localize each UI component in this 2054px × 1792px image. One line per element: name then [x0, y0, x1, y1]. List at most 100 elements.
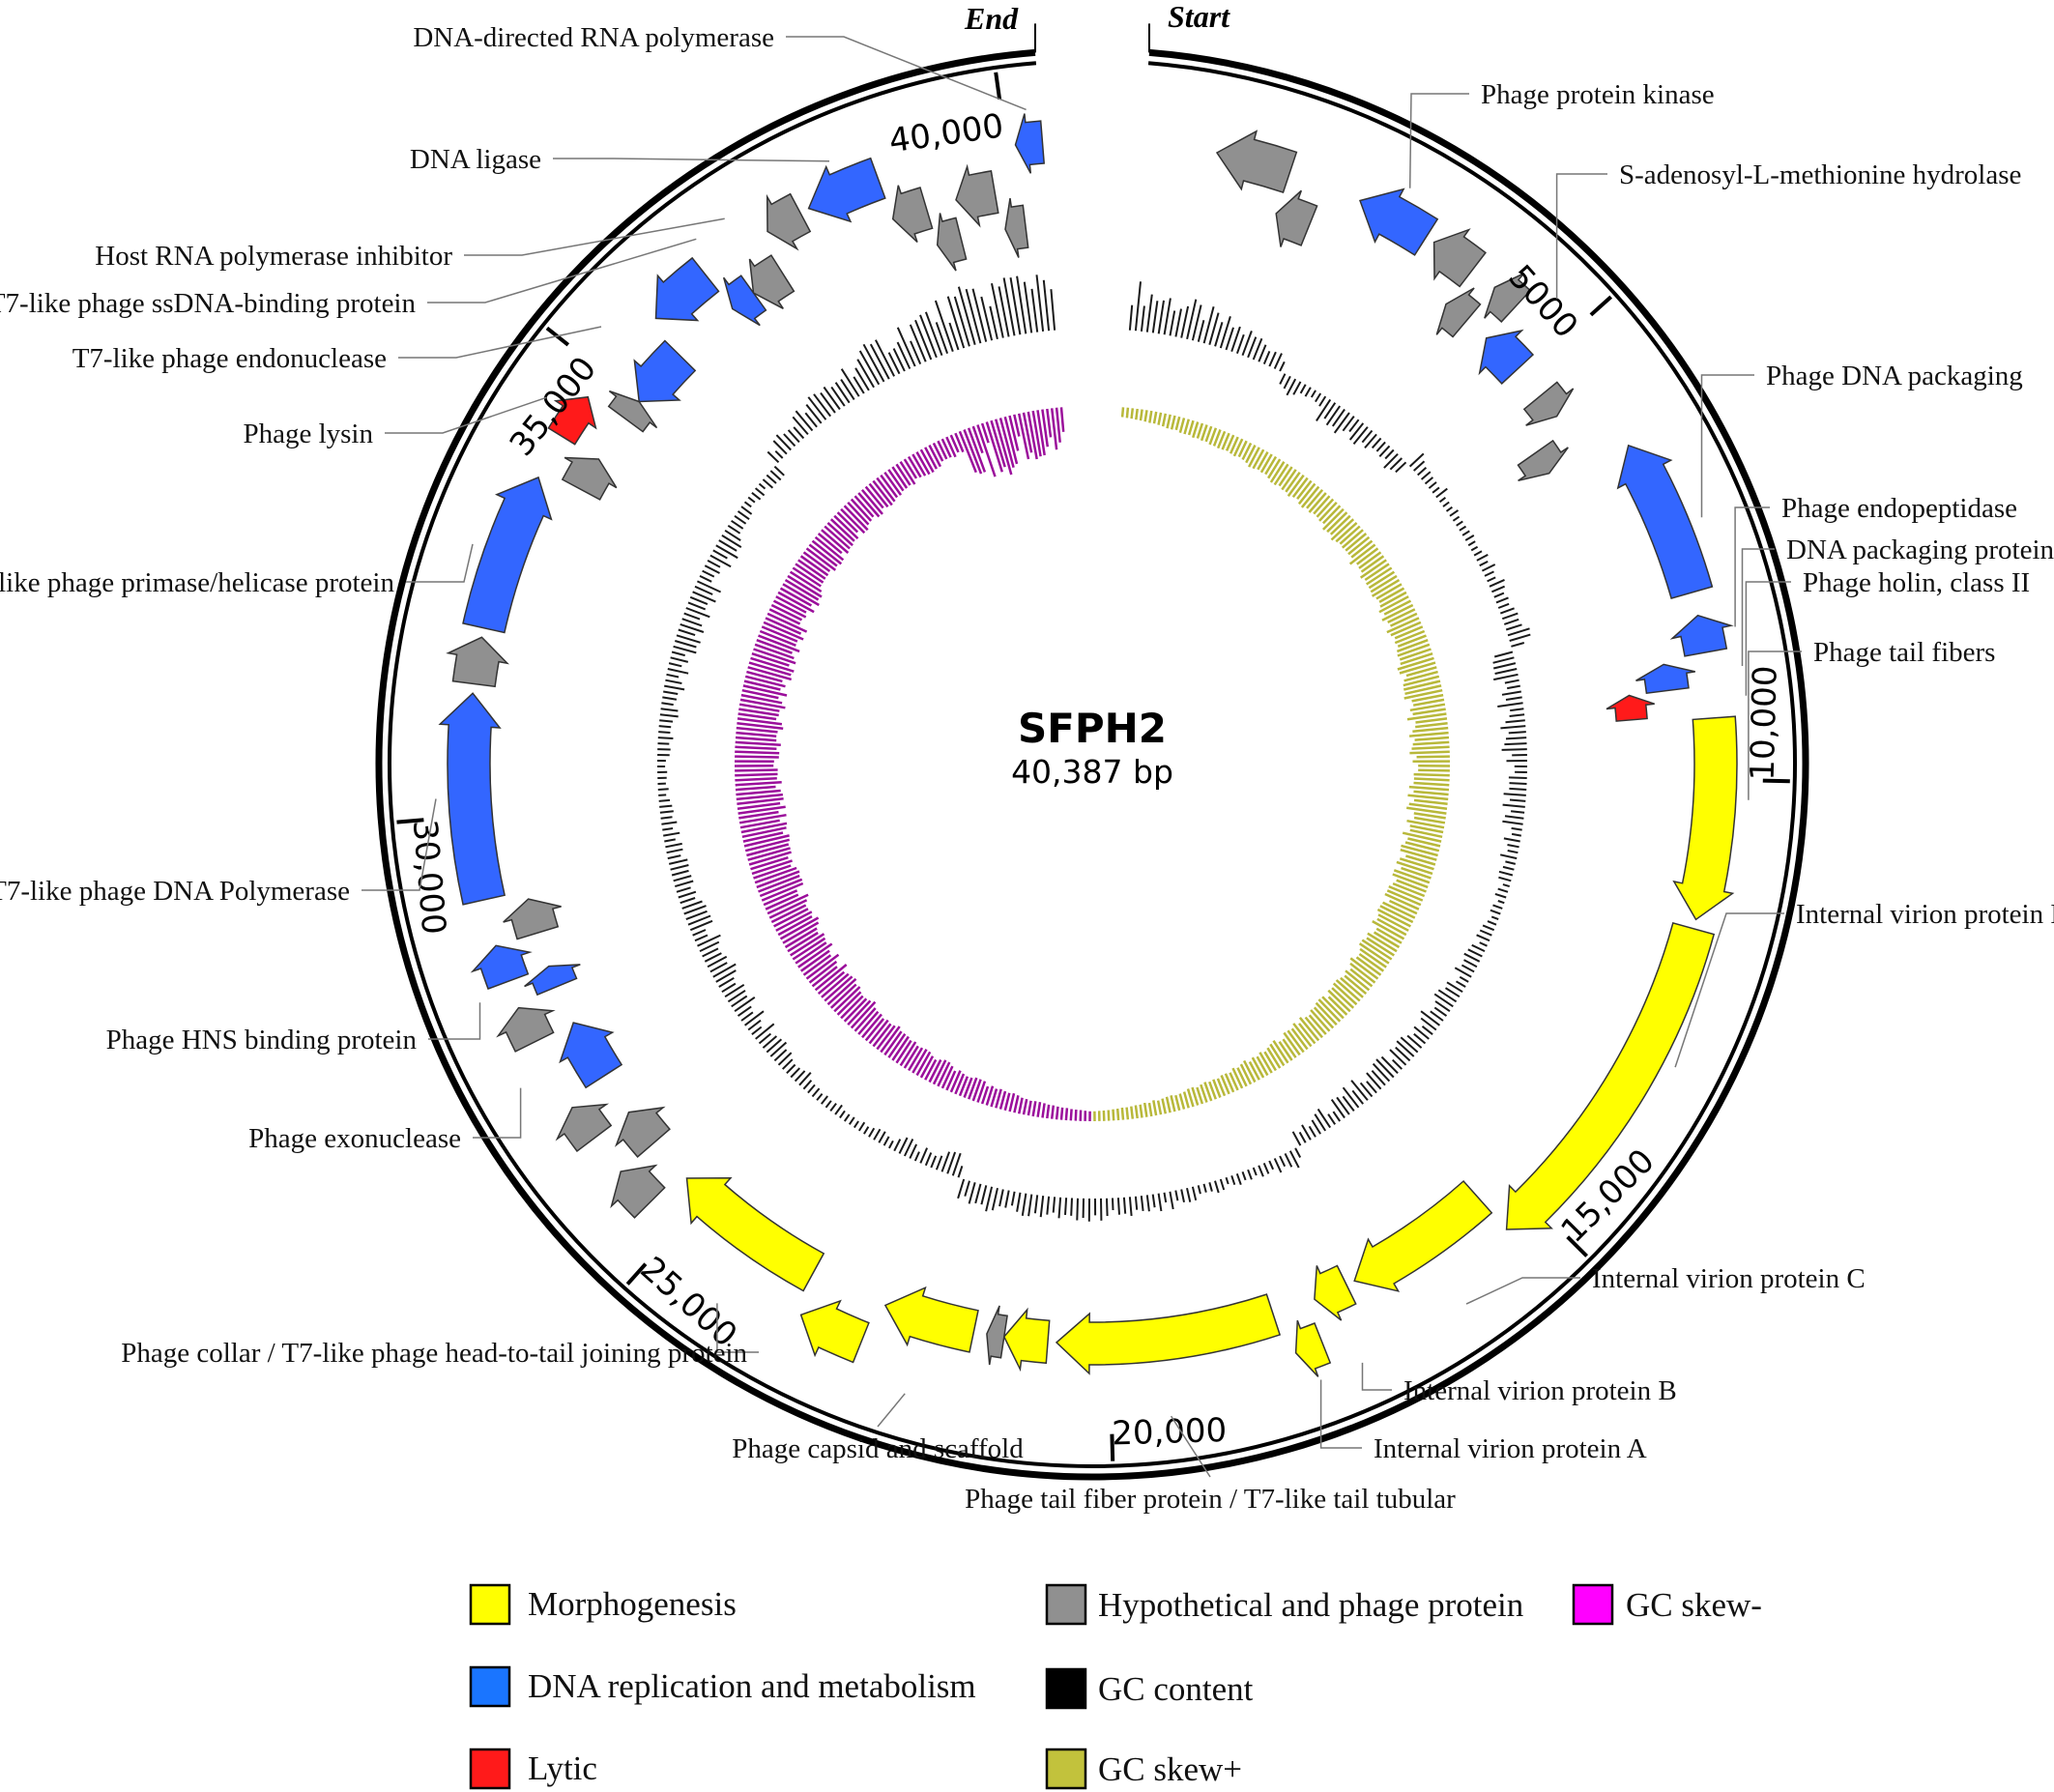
- gene-arrow: [1672, 715, 1738, 921]
- gene-label: Phage collar / T7-like phage head-to-tai…: [121, 1338, 747, 1369]
- gene-arrow: [766, 192, 812, 251]
- gene-arrow: [607, 390, 658, 433]
- label-leader: [1734, 506, 1770, 627]
- gene-arrow: [555, 1103, 613, 1153]
- gene-arrow: [614, 1106, 671, 1158]
- gene-label: S-adenosyl-L-methionine hydrolase: [1619, 159, 2021, 190]
- end-label: End: [964, 1, 1019, 36]
- gene-label: Phage protein kinase: [1481, 79, 1715, 110]
- gc-skew-plus-bars: [1093, 407, 1451, 1122]
- legend-label-gc-skew-minus: GC skew-: [1626, 1586, 1762, 1624]
- label-leader: [428, 1002, 481, 1040]
- legend-item-morphogenesis: Morphogenesis: [469, 1583, 737, 1626]
- gene-label: T7-like phage endonuclease: [72, 343, 387, 374]
- genome-name: SFPH2: [1018, 705, 1167, 752]
- legend-swatch-gc-content: [1045, 1667, 1087, 1710]
- scale-tick: [1566, 1235, 1589, 1257]
- gene-arrow: [1669, 614, 1734, 657]
- gene-label: DNA packaging protein A: [1786, 535, 2054, 565]
- label-leader: [786, 36, 1027, 111]
- start-label: Start: [1168, 0, 1230, 34]
- gene-label: Phage endopeptidase: [1781, 493, 2017, 524]
- gene-label: Phage tail fiber protein / T7-like tail …: [965, 1484, 1456, 1515]
- gene-arrow: [748, 254, 796, 309]
- legend-swatch-gc-skew-minus: [1572, 1583, 1614, 1626]
- gene-label: Phage DNA packaging: [1766, 361, 2023, 391]
- gene-arrow: [438, 692, 506, 906]
- label-leader: [1170, 1415, 1211, 1478]
- label-leader: [553, 158, 830, 162]
- label-leader: [1408, 93, 1469, 188]
- gene-arrow: [1606, 694, 1655, 722]
- gene-label: Phage exonuclease: [248, 1123, 461, 1154]
- gene-arrow: [685, 1176, 825, 1292]
- legend-label-dna-replication: DNA replication and metabolism: [528, 1667, 976, 1705]
- gene-arrow: [524, 964, 581, 997]
- label-leader: [398, 326, 602, 359]
- legend-label-hypothetical: Hypothetical and phage protein: [1098, 1586, 1523, 1624]
- gc-content-track: [656, 275, 1531, 1222]
- gene-arrow: [654, 256, 720, 322]
- gene-arrow: [462, 476, 553, 634]
- gene-label: Phage holin, class II: [1803, 567, 2030, 598]
- scale-tick: [1110, 1433, 1115, 1461]
- gene-label: T7-like phage primase/helicase protein: [0, 567, 394, 598]
- gene-arrow: [496, 1006, 556, 1053]
- gene-arrow: [883, 1286, 979, 1353]
- gene-arrow: [1616, 444, 1714, 600]
- legend-swatch-morphogenesis: [469, 1583, 511, 1626]
- gene-label: Phage capsid and scaffold: [732, 1433, 1024, 1464]
- legend-swatch-lytic: [469, 1748, 511, 1790]
- gene-label: Internal virion protein A: [1374, 1433, 1647, 1464]
- gene-arrow: [722, 275, 767, 327]
- gene-arrow: [1215, 130, 1298, 194]
- gene-label: DNA ligase: [410, 144, 541, 175]
- label-leader: [362, 798, 437, 891]
- gene-arrow: [1275, 189, 1318, 247]
- gene-arrow: [1517, 439, 1569, 482]
- label-leader: [1319, 1379, 1362, 1449]
- legend-item-gc-skew-minus: GC skew-: [1572, 1583, 1762, 1626]
- label-leader: [1555, 173, 1607, 299]
- legend-label-morphogenesis: Morphogenesis: [528, 1585, 737, 1623]
- label-leader: [406, 543, 474, 583]
- gene-arrow: [1505, 921, 1716, 1230]
- legend: Morphogenesis DNA replication and metabo…: [469, 1583, 1762, 1790]
- gene-arrow: [1435, 287, 1482, 338]
- gene-arrow: [807, 157, 886, 223]
- label-leader: [1361, 1362, 1392, 1391]
- gene-arrow: [446, 636, 509, 688]
- legend-item-gc-content: GC content: [1045, 1667, 1254, 1710]
- gene-arrow: [470, 944, 533, 990]
- legend-swatch-dna-replication: [469, 1665, 511, 1708]
- gene-label: Phage lysin: [243, 419, 373, 449]
- gene-arrow: [1635, 663, 1695, 695]
- scale-tick: [625, 1262, 648, 1286]
- scale-tick: [1762, 778, 1790, 784]
- label-leader: [1741, 548, 1775, 666]
- gene-arrow: [936, 213, 968, 272]
- gene-arrow: [547, 395, 597, 446]
- gene-label: Phage HNS binding protein: [106, 1025, 418, 1055]
- genome-ring: [375, 23, 1809, 1481]
- inner-ring: [388, 61, 1797, 1468]
- gene-arrow: [1359, 188, 1439, 256]
- gene-label: Internal virion protein D: [1796, 899, 2054, 930]
- gene-arrow: [503, 898, 562, 940]
- gene-arrow: [1294, 1319, 1332, 1377]
- gene-arrow: [1004, 197, 1029, 258]
- gene-arrow: [1484, 273, 1532, 323]
- legend-item-gc-skew-plus: GC skew+: [1045, 1748, 1242, 1790]
- label-leader: [1465, 1277, 1580, 1305]
- gene-arrow: [559, 1022, 623, 1089]
- gene-arrow: [986, 1305, 1008, 1366]
- label-leader: [1674, 912, 1784, 1068]
- label-leader: [1700, 374, 1754, 518]
- gene-arrow: [1002, 1307, 1051, 1373]
- label-leader: [1748, 650, 1802, 800]
- gene-arrow: [1055, 1293, 1282, 1375]
- gene-label: Internal virion protein C: [1592, 1263, 1866, 1294]
- gene-arrow: [955, 163, 999, 228]
- legend-label-lytic: Lytic: [528, 1749, 597, 1787]
